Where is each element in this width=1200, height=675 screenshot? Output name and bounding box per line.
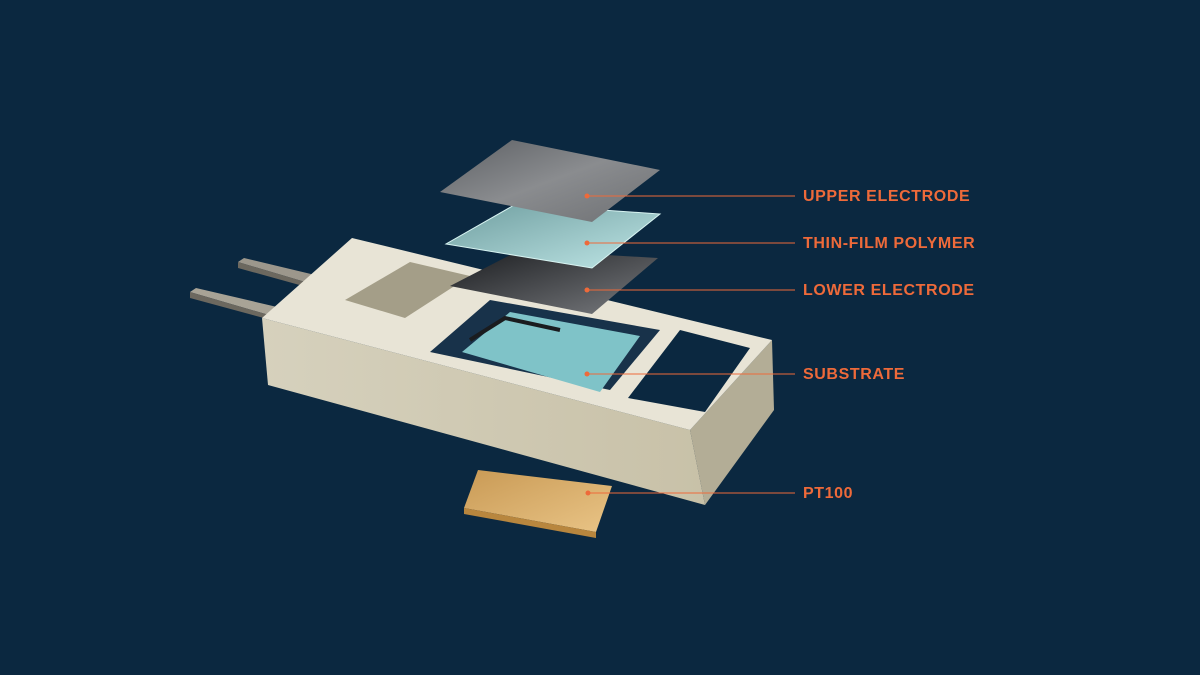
- label-substrate: SUBSTRATE: [803, 366, 905, 383]
- leader-dot: [584, 193, 590, 199]
- lower-electrode-layer: [450, 250, 658, 314]
- housing-window-left: [345, 262, 470, 318]
- pt100-element: [464, 470, 612, 538]
- leader-dots: [584, 193, 591, 496]
- thin-film-polymer-layer: [444, 203, 662, 269]
- leader-dot: [584, 287, 590, 293]
- housing-window-right: [628, 330, 750, 412]
- leader-dot: [584, 240, 590, 246]
- label-pt100: PT100: [803, 485, 854, 502]
- leader-dot: [584, 371, 590, 377]
- label-upper-electrode: UPPER ELECTRODE: [803, 188, 971, 205]
- label-lower-electrode: LOWER ELECTRODE: [803, 282, 975, 299]
- leader-lines: [587, 195, 795, 494]
- label-thin-film-polymer: THIN-FILM POLYMER: [803, 235, 976, 252]
- substrate-layer: [462, 312, 640, 392]
- upper-electrode-layer: [440, 140, 660, 222]
- leader-dot: [585, 490, 591, 496]
